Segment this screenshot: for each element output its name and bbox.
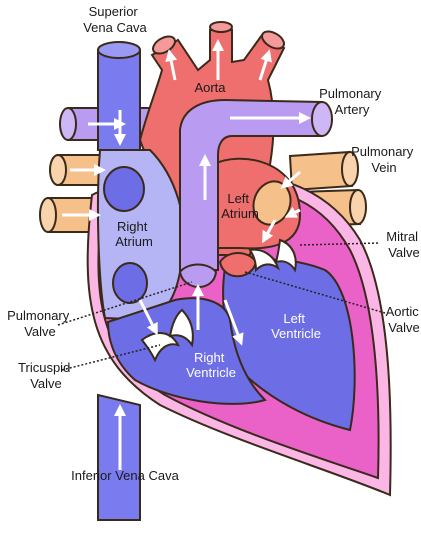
pulmonary-artery-label: Pulmonary Artery <box>319 86 385 117</box>
pulmonary-artery <box>179 98 333 271</box>
mitral-valve-label: Mitral Valve <box>386 229 421 260</box>
valves <box>140 238 297 363</box>
right-ventricle-label: Right Ventricle <box>186 350 236 380</box>
tricuspid-valve-label: Tricuspid Valve <box>18 360 74 391</box>
pulmonary-valve-label: Pulmonary Valve <box>7 308 73 339</box>
watermark: 知乎 @英国高中A-level <box>284 508 413 523</box>
pulmonary-vein-label: Pulmonary Vein <box>351 144 417 175</box>
left-ventricle-label: Left Ventricle <box>271 311 321 341</box>
ivc-opening <box>112 262 148 304</box>
inferior-vena-cava-label: Inferior Vena Cava <box>71 468 179 483</box>
superior-vena-cava-label: Superior Vena Cava <box>83 4 147 35</box>
aortic-valve-label: Aortic Valve <box>386 304 421 335</box>
aorta-label: Aorta <box>194 80 226 95</box>
right-atrium-label: Right Atrium <box>115 219 153 249</box>
pointer-lines <box>57 242 386 371</box>
flow-arrows <box>62 39 311 470</box>
svc-opening <box>103 166 145 212</box>
left-atrium-label: Left Atrium <box>221 191 259 221</box>
